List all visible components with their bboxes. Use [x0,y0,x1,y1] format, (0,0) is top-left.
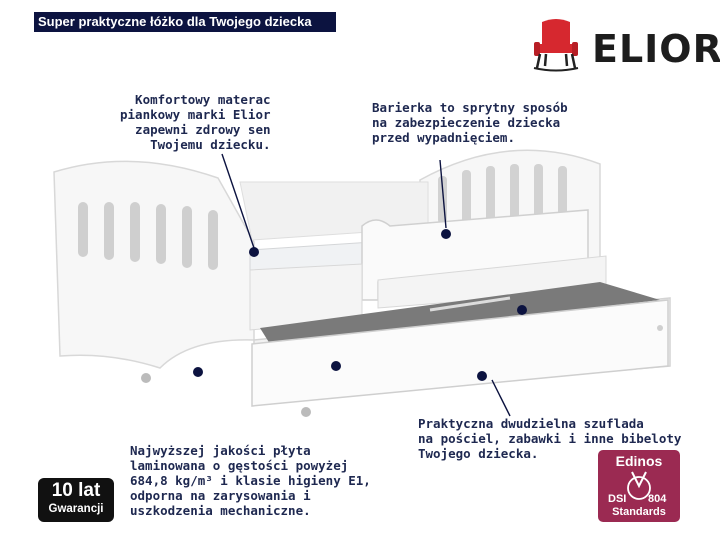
drawer-front [251,299,669,407]
mattress-callout: Komfortowy materac piankowy marki Elior … [120,92,271,152]
drawer-top-dot [517,305,527,315]
certificate-number: 804 [648,493,667,505]
drawer-callout: Praktyczna dwudzielna szuflada na poście… [418,416,682,461]
dsi-emblem: DSI 804 [608,471,667,505]
barrier-callout: Barierka to sprytny sposób na zabezpiecz… [372,100,568,145]
left-headboard [53,160,255,369]
certificate-standards: Standards [612,506,666,518]
edinos-certificate-badge: Edinos DSI 804 Standards [598,450,680,522]
drawer-right-dot [477,371,487,381]
drawer-interior [260,282,660,344]
guarantee-years: 10 lat [51,480,101,501]
board-callout-dot [193,367,203,377]
certificate-name: Edinos [615,453,663,469]
bed-illustration [53,149,671,417]
guarantee-badge: 10 lat Gwarancji [38,478,114,522]
armchair-icon [533,19,579,72]
elior-logo: ELIOR [528,18,720,78]
barrier-callout-dot [441,229,451,239]
title-banner: Super praktyczne łóżko dla Twojego dziec… [34,12,336,32]
certificate-dsi: DSI [608,493,626,505]
mattress-callout-dot [249,247,259,257]
board-callout: Najwyższej jakości płyta laminowana o gę… [130,443,371,518]
drawer-left-dot [331,361,341,371]
brand-name: ELIOR [592,27,720,71]
guarantee-label: Gwarancji [48,503,104,515]
